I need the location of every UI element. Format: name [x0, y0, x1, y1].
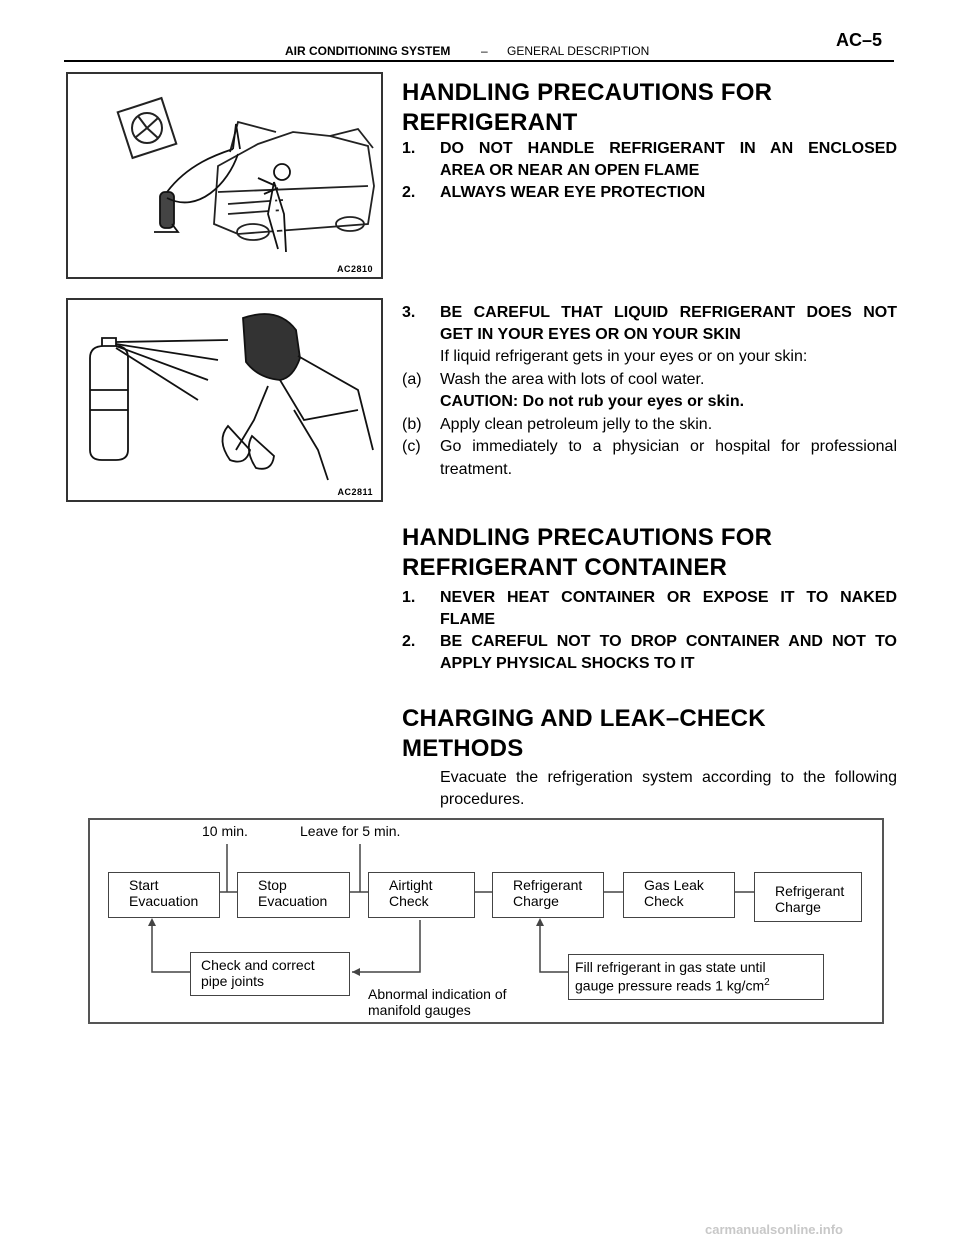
list-item-text: AREA OR NEAR AN OPEN FLAME — [440, 162, 700, 179]
car-fan-illustration — [116, 96, 375, 253]
item-number: 1. — [402, 140, 416, 157]
abnormal-indication-label: Abnormal indication of — [368, 986, 507, 1002]
section-title: HANDLING PRECAUTIONS FOR — [402, 79, 773, 106]
superscript: 2 — [764, 977, 770, 988]
sub-item-label: (b) — [402, 416, 422, 433]
paragraph: Evacuate the refrigeration system accord… — [440, 769, 897, 786]
caution-text: CAUTION: Do not rub your eyes or skin. — [440, 393, 745, 410]
flow-step: Refrigerant Charge — [492, 872, 604, 918]
page-header: AIR CONDITIONING SYSTEM – GENERAL DESCRI… — [0, 0, 960, 64]
flow-step: Refrigerant Charge — [754, 872, 862, 922]
flow-step: Gas Leak Check — [623, 872, 735, 918]
figure-code: AC2811 — [337, 487, 373, 497]
sub-item-text: Apply clean petroleum jelly to the skin. — [440, 416, 713, 433]
item-number: 3. — [402, 304, 416, 321]
item-number: 2. — [402, 633, 416, 650]
abnormal-indication-label: manifold gauges — [368, 1002, 471, 1018]
flow-step-label: Refrigerant — [775, 883, 845, 899]
paragraph: procedures. — [440, 791, 525, 808]
list-item-text: FLAME — [440, 611, 496, 628]
sub-item-text: Wash the area with lots of cool water. — [440, 371, 705, 388]
flow-step-label: Evacuation — [129, 893, 199, 909]
flow-step: Start Evacuation — [108, 872, 220, 918]
header-section-title: GENERAL DESCRIPTION — [507, 44, 650, 58]
flow-step-label: Refrigerant — [513, 877, 583, 893]
header-rule — [64, 60, 894, 62]
item-number: 1. — [402, 589, 416, 606]
flow-step: Stop Evacuation — [237, 872, 350, 918]
list-item-text: ALWAYS WEAR EYE PROTECTION — [440, 184, 706, 201]
timing-label: Leave for 5 min. — [300, 823, 401, 839]
flow-step-label: Airtight — [389, 877, 433, 893]
paragraph: If liquid refrigerant gets in your eyes … — [440, 348, 808, 365]
item-number: 2. — [402, 184, 416, 201]
figure-code: AC2810 — [336, 264, 373, 274]
list-item-text: BE CAREFUL THAT LIQUID REFRIGERANT DOES … — [440, 304, 897, 321]
flow-note-label: Check and correct — [201, 957, 315, 973]
section-title: METHODS — [402, 735, 524, 762]
flow-step-label: Evacuation — [258, 893, 328, 909]
watermark: carmanualsonline.info — [705, 1222, 843, 1237]
flow-step-label: Check — [389, 893, 429, 909]
flowchart-connectors — [148, 844, 754, 976]
list-item-text: NEVER HEAT CONTAINER OR EXPOSE IT TO NAK… — [440, 589, 897, 606]
section-title: CHARGING AND LEAK–CHECK — [402, 705, 766, 732]
list-item-text: BE CAREFUL NOT TO DROP CONTAINER AND NOT… — [440, 633, 897, 650]
flow-step-label: Stop — [258, 877, 287, 893]
flow-note-label: gauge pressure reads 1 kg/cm — [575, 977, 765, 994]
section-title: REFRIGERANT CONTAINER — [402, 554, 728, 581]
flow-step: Airtight Check — [368, 872, 475, 918]
header-system-title: AIR CONDITIONING SYSTEM — [285, 44, 451, 58]
flow-step-label: Check — [644, 893, 684, 909]
illustration-eye-protection: AC2811 — [66, 298, 383, 502]
flow-note-label: pipe joints — [201, 973, 265, 989]
flow-step-label: Start — [129, 877, 159, 893]
check-correct-box: Check and correct pipe joints — [190, 952, 350, 996]
list-item-text: DO NOT HANDLE REFRIGERANT IN AN ENCLOSED — [440, 140, 897, 157]
sub-item-label: (a) — [402, 371, 422, 388]
header-dash: – — [481, 44, 488, 58]
flow-step-label: Charge — [775, 899, 821, 915]
flow-step-label: Gas Leak — [644, 877, 704, 893]
sub-item-text: Go immediately to a physician or hospita… — [440, 438, 897, 455]
timing-label: 10 min. — [202, 823, 248, 839]
sub-item-label: (c) — [402, 438, 421, 455]
flow-step-label: Charge — [513, 893, 559, 909]
page-number: AC–5 — [836, 30, 883, 50]
charging-flowchart: 10 min. Leave for 5 min. Start Evacuatio… — [88, 818, 884, 1024]
section-title: REFRIGERANT — [402, 109, 578, 136]
fill-refrigerant-box: Fill refrigerant in gas state until gaug… — [568, 954, 824, 1000]
spray-person-illustration — [89, 313, 374, 481]
list-item-text: GET IN YOUR EYES OR ON YOUR SKIN — [440, 326, 741, 343]
illustration-ventilated-work-area: AC2810 — [66, 72, 383, 279]
flow-note-label: Fill refrigerant in gas state until — [575, 959, 766, 975]
list-item-text: APPLY PHYSICAL SHOCKS TO IT — [440, 655, 695, 672]
section-title: HANDLING PRECAUTIONS FOR — [402, 524, 773, 551]
sub-item-text: treatment. — [440, 461, 513, 478]
